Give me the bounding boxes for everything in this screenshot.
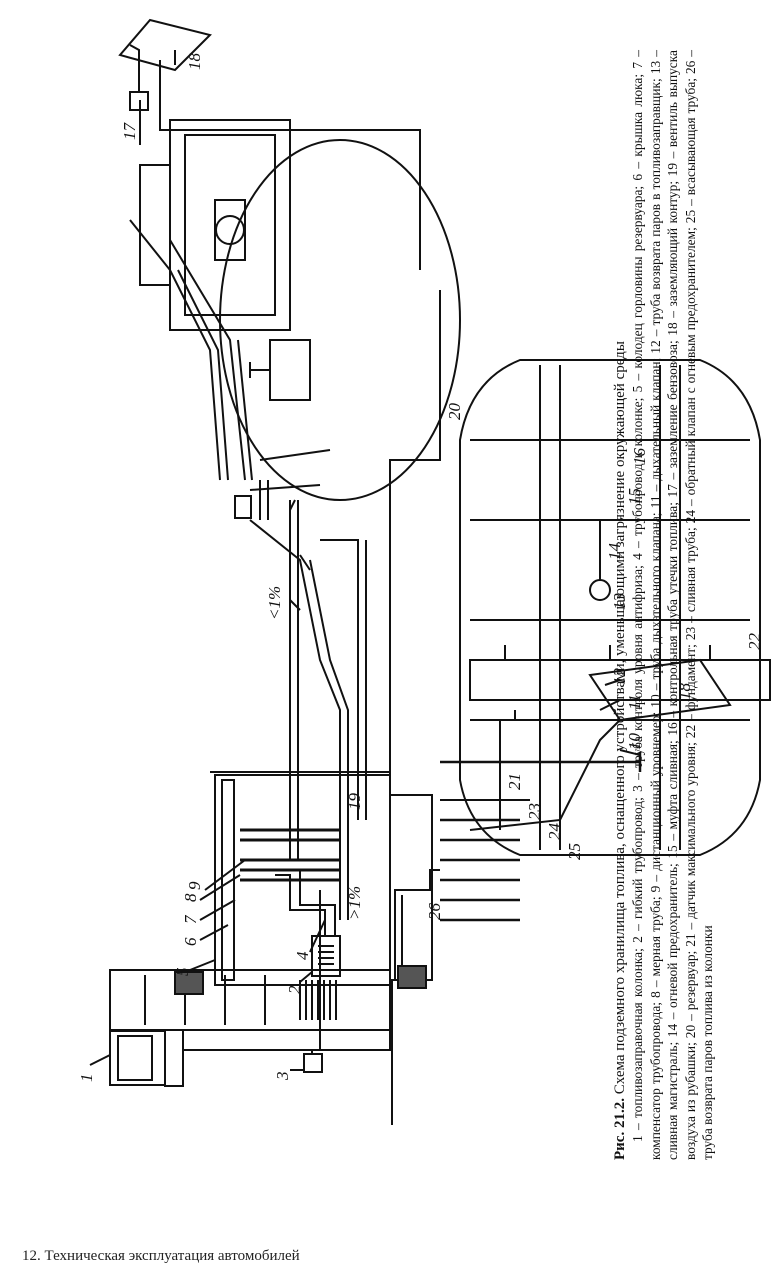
figure-caption: Рис. 21.2. Схема подземного хранилища то… bbox=[612, 50, 716, 1160]
callout-7: 7 bbox=[181, 914, 200, 924]
slope-right-label: <1% bbox=[265, 586, 284, 620]
callout-16: 16 bbox=[630, 448, 649, 466]
figure-number: Рис. 21.2. bbox=[612, 1098, 628, 1160]
underground-tank bbox=[459, 359, 761, 856]
fuel-storage-diagram: 1 2 3 4 5 6 7 8 9 10 11 12 13 14 15 16 1… bbox=[77, 18, 771, 1125]
callout-20: 20 bbox=[445, 403, 464, 421]
callout-22: 22 bbox=[745, 633, 764, 651]
figure-title: Схема подземного хранилища топлива, осна… bbox=[612, 341, 628, 1095]
diagram-drawing: 1 2 3 4 5 6 7 8 9 10 11 12 13 14 15 16 1… bbox=[77, 18, 771, 1125]
ground-line bbox=[389, 290, 441, 1125]
callout-24: 24 bbox=[545, 823, 564, 841]
callout-13: 13 bbox=[610, 593, 629, 610]
callout-21: 21 bbox=[505, 773, 524, 790]
callout-23: 23 bbox=[525, 803, 544, 820]
callout-26: 26 bbox=[425, 903, 444, 921]
callout-15: 15 bbox=[625, 488, 644, 505]
callout-8: 8 bbox=[181, 893, 200, 902]
fuel-dispenser bbox=[109, 969, 391, 1087]
callout-2: 2 bbox=[285, 985, 304, 994]
callout-1: 1 bbox=[77, 1074, 96, 1083]
page-footer: 12. Техническая эксплуатация автомобилей bbox=[22, 1248, 300, 1264]
rotated-page: 1 2 3 4 5 6 7 8 9 10 11 12 13 14 15 16 1… bbox=[77, 18, 771, 1160]
callout-6: 6 bbox=[181, 937, 200, 946]
callout-3: 3 bbox=[273, 1072, 292, 1082]
callout-19: 19 bbox=[345, 793, 364, 811]
callout-9: 9 bbox=[185, 881, 204, 890]
callout-17: 17 bbox=[120, 122, 139, 141]
tanker-truck bbox=[139, 60, 461, 501]
callout-14: 14 bbox=[605, 543, 624, 561]
callout-5: 5 bbox=[173, 968, 192, 977]
manhole-well bbox=[174, 771, 427, 995]
figure-legend: 1 – топливозаправочная колонка; 2 – гибк… bbox=[630, 50, 716, 1160]
callout-25: 25 bbox=[565, 843, 584, 860]
callout-4: 4 bbox=[293, 951, 312, 960]
callout-18-loop: 18 bbox=[675, 683, 694, 701]
callout-10: 10 bbox=[625, 733, 644, 751]
slope-left-label: >1% bbox=[345, 886, 364, 920]
callout-18-truck: 18 bbox=[185, 53, 204, 71]
callout-11: 11 bbox=[625, 694, 644, 710]
callout-12: 12 bbox=[610, 668, 629, 686]
